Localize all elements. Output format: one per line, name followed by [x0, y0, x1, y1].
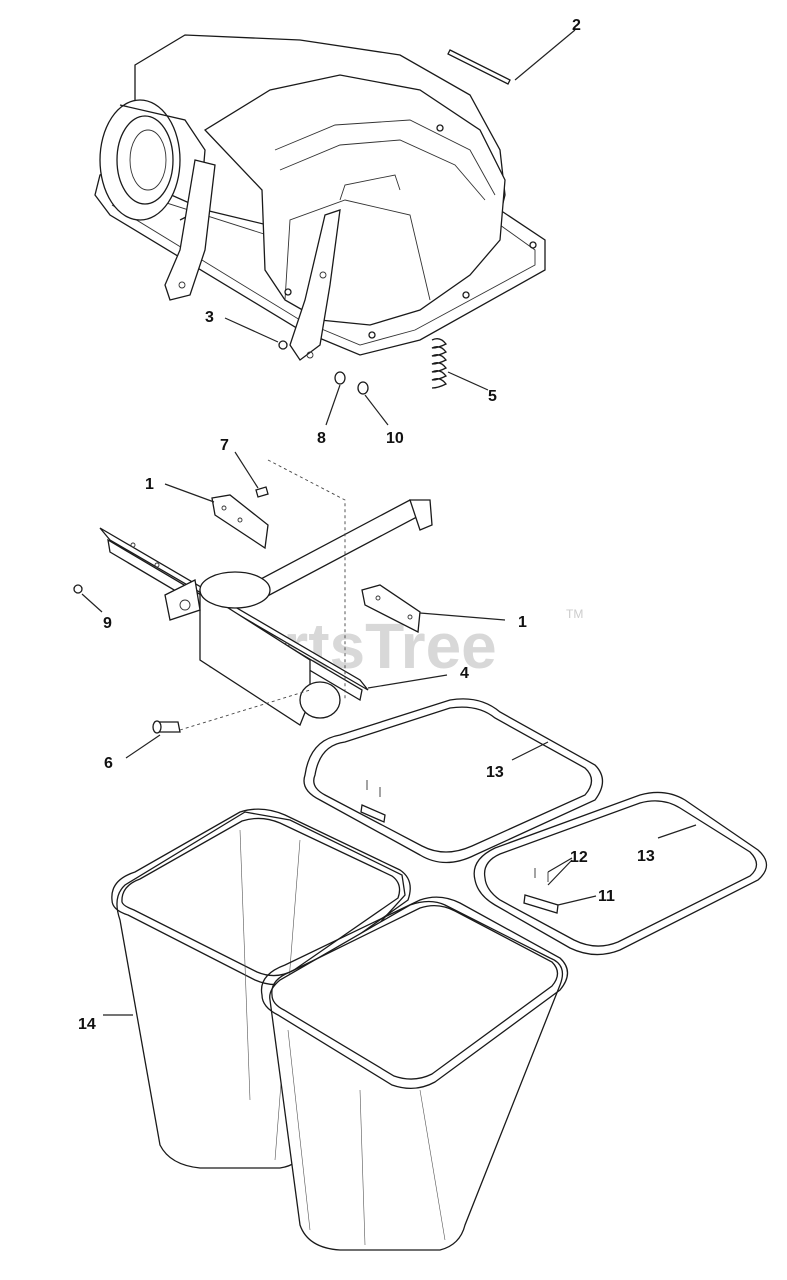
callout-6: 6 [104, 755, 113, 772]
callout-11: 11 [598, 888, 615, 905]
part-8-washer [325, 371, 346, 426]
hood-assembly [94, 34, 546, 361]
callout-4: 4 [460, 665, 469, 682]
callout-10: 10 [386, 430, 404, 447]
part-13-frame-right [473, 791, 768, 956]
callout-12: 12 [570, 849, 588, 866]
callout-1-upper: 1 [145, 476, 154, 493]
callout-2: 2 [572, 17, 581, 34]
part-13-frame-left [303, 698, 604, 864]
callout-5: 5 [488, 388, 497, 405]
part-7-screw [234, 451, 269, 498]
part-6-pin [125, 689, 311, 759]
part-9-nut [73, 584, 103, 613]
callout-13-right: 13 [637, 848, 655, 865]
callout-8: 8 [317, 430, 326, 447]
part-5-spring [431, 338, 489, 391]
callout-7: 7 [220, 437, 229, 454]
part-10-nut [357, 381, 389, 426]
part-3-nut [224, 317, 288, 350]
part-14-bag-front [260, 896, 569, 1251]
callout-9: 9 [103, 615, 112, 632]
callout-1-lower: 1 [518, 614, 527, 631]
part-12-clips [534, 857, 573, 886]
callout-3: 3 [205, 309, 214, 326]
callout-13-left: 13 [486, 764, 504, 781]
mount-bracket-assembly [99, 459, 433, 726]
watermark-trademark: TM [566, 607, 583, 621]
part-1-plate-lower [361, 584, 506, 634]
callout-14: 14 [78, 1016, 96, 1033]
part-1-plate-upper [164, 483, 269, 550]
part-11-leader [557, 895, 597, 906]
part-2-pin [447, 29, 576, 85]
part-4-leader [367, 674, 448, 689]
